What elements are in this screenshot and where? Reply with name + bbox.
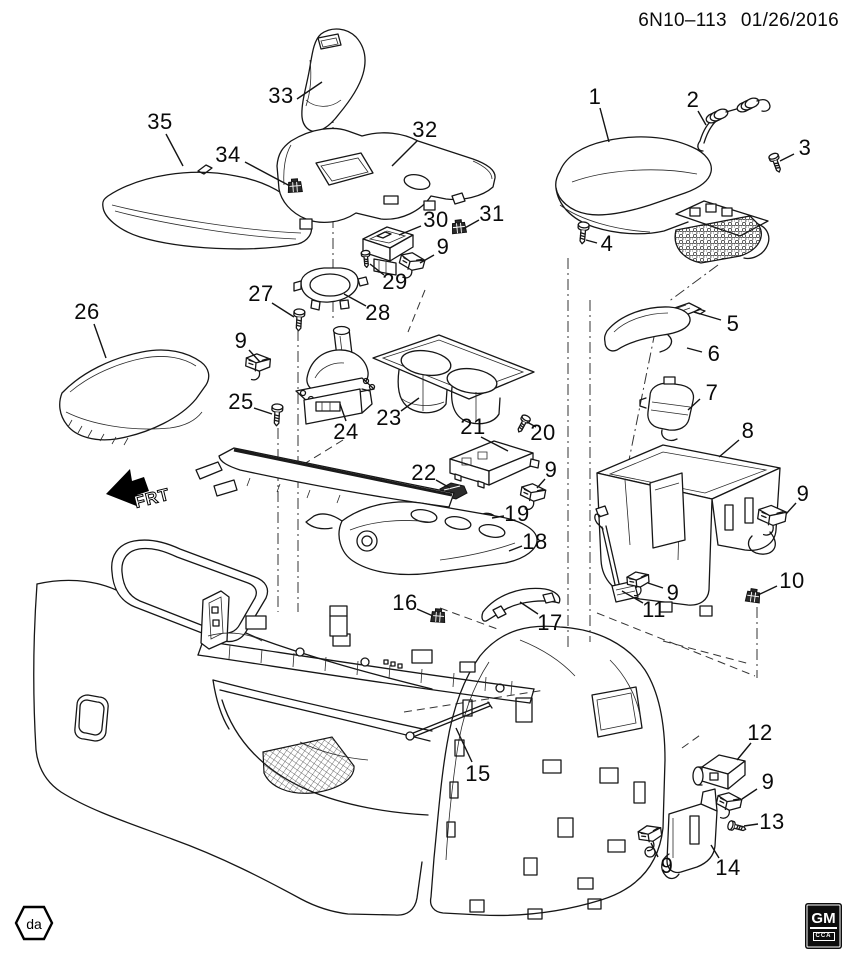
leader-line-3 (780, 154, 794, 161)
leader-line-28 (344, 294, 366, 306)
part-9-connector (517, 481, 548, 513)
leader-line-14 (711, 845, 719, 858)
part-28-shifter-bezel (294, 268, 368, 310)
da-badge-label: da (26, 916, 42, 932)
part-20-screw (514, 413, 532, 435)
leader-line-19 (492, 516, 504, 518)
leader-line-10 (758, 586, 777, 595)
leader-line-9 (648, 583, 663, 588)
part-24-shifter-assembly (296, 327, 375, 425)
part-12-bracket (693, 755, 745, 789)
leader-line-16 (417, 609, 433, 616)
part-25-screw (270, 403, 284, 427)
leader-line-6 (687, 348, 702, 352)
leader-line-9 (742, 789, 757, 799)
gm-logo-subtext: CCA (812, 932, 835, 941)
frt-direction-indicator: FRT (106, 469, 172, 512)
part-7-latch (640, 377, 694, 440)
leader-line-35 (166, 134, 183, 166)
leader-line-5 (694, 312, 721, 320)
leader-line-2 (698, 111, 706, 125)
console-top-rail (198, 591, 534, 703)
leader-line-33 (297, 82, 322, 99)
part-35-side-trim-panel (103, 165, 312, 249)
leader-line-9 (786, 503, 796, 514)
part-2-hinge-spring (698, 96, 770, 151)
leader-line-22 (436, 480, 450, 488)
leader-line-7 (688, 399, 700, 410)
leader-line-11 (622, 591, 643, 603)
leader-line-27 (272, 303, 294, 317)
leader-line-21 (481, 437, 508, 451)
part-31-clip (450, 218, 467, 235)
leader-line-8 (719, 440, 739, 457)
part-23-cupholder (373, 335, 534, 424)
part-17-rear-trim (482, 588, 560, 621)
part-18-duct-bracket (196, 448, 537, 575)
part-9-connector (713, 790, 744, 822)
part-14-bracket (662, 789, 717, 878)
part-9-connector (749, 503, 788, 554)
leader-line-12 (737, 743, 751, 760)
drawing-date: 01/26/2016 (740, 10, 839, 31)
console-rear-frame (431, 626, 665, 919)
da-hexagon-badge: da (14, 905, 54, 941)
part-29-screw (360, 249, 372, 269)
leader-line-32 (392, 141, 417, 166)
leader-line-1 (600, 108, 609, 142)
part-26-side-trim (60, 350, 209, 445)
leader-line-29 (370, 264, 384, 275)
callout-leader-lines (94, 82, 796, 858)
leader-line-30 (399, 226, 421, 235)
leader-line-15 (456, 728, 472, 762)
leader-line-18 (509, 546, 522, 551)
leader-line-25 (254, 408, 272, 414)
part-27-screw (292, 308, 306, 332)
part-1-armrest-lid (556, 137, 712, 234)
part-22-clip-detail (444, 486, 460, 490)
leader-line-4 (586, 240, 597, 243)
leader-line-9 (537, 479, 545, 488)
part-10-retainer-clip (744, 587, 762, 604)
leader-line-31 (463, 220, 479, 229)
console-opening-frame (112, 540, 268, 642)
part-21-control-module (450, 441, 539, 488)
armrest-hinge (675, 201, 769, 263)
leader-line-17 (520, 602, 538, 614)
gm-logo-text: GM (810, 910, 837, 929)
part-13-screw (726, 819, 748, 835)
part-3-screw (767, 151, 785, 175)
part-30-switch (363, 227, 413, 275)
drawing-header: 6N10–113 01/26/2016 (624, 10, 839, 32)
speaker-grille (263, 737, 354, 793)
part-32-console-trim-plate (277, 128, 495, 229)
part-9-connector (243, 352, 272, 382)
leader-line-20 (527, 422, 536, 427)
part-6-hinge-trim (605, 307, 690, 352)
leader-line-13 (744, 824, 758, 826)
leader-line-23 (401, 398, 419, 411)
frt-arrow-icon (106, 469, 149, 507)
gm-logo: GM CCA (805, 903, 842, 949)
leader-line-26 (94, 324, 106, 358)
part-33-shift-knob (302, 29, 365, 131)
leader-line-24 (340, 404, 346, 421)
leader-line-9 (249, 350, 260, 362)
leader-line-9 (651, 843, 658, 857)
leader-line-9 (420, 255, 434, 263)
drawing-number: 6N10–113 (638, 10, 727, 31)
leader-line-34 (245, 162, 290, 186)
part-15-rod (406, 702, 492, 740)
part-8-storage-bin (597, 445, 780, 616)
